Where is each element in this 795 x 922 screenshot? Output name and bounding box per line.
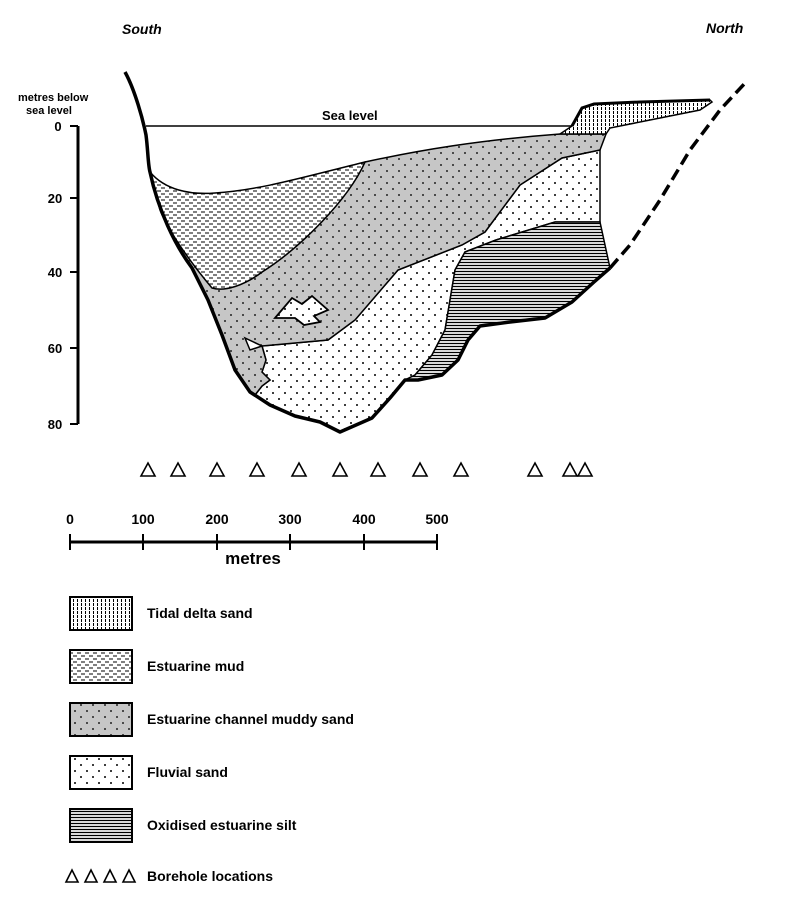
- scale-bar-tick-label: 400: [352, 511, 376, 527]
- legend-item-borehole-locations: Borehole locations: [66, 868, 273, 884]
- legend-swatch-oxidised-estuarine-silt: [70, 809, 132, 842]
- borehole-marker: [210, 463, 224, 476]
- borehole-marker: [371, 463, 385, 476]
- borehole-marker-icon: [66, 870, 78, 882]
- legend-swatch-borehole-locations: [66, 870, 135, 882]
- depth-tick-label: 80: [48, 417, 62, 432]
- legend: Tidal delta sand Estuarine mud Estuarine…: [66, 597, 354, 884]
- legend-label: Oxidised estuarine silt: [147, 817, 297, 833]
- borehole-marker-icon: [104, 870, 116, 882]
- borehole-marker: [141, 463, 155, 476]
- borehole-marker: [528, 463, 542, 476]
- scale-bar-tick-label: 100: [131, 511, 155, 527]
- legend-swatch-estuarine-mud: [70, 650, 132, 683]
- borehole-marker-icon: [85, 870, 97, 882]
- borehole-marker: [578, 463, 592, 476]
- legend-label: Borehole locations: [147, 868, 273, 884]
- depth-axis-title-line2: sea level: [26, 105, 72, 117]
- depth-axis: 0 20 40 60 80: [48, 119, 78, 432]
- borehole-marker: [333, 463, 347, 476]
- legend-item-oxidised-estuarine-silt: Oxidised estuarine silt: [70, 809, 297, 842]
- borehole-marker: [413, 463, 427, 476]
- borehole-marker: [292, 463, 306, 476]
- borehole-markers: [141, 463, 592, 476]
- scale-bar-tick-label: 300: [278, 511, 302, 527]
- depth-axis-title-line1: metres below: [18, 92, 89, 104]
- sea-level-label: Sea level: [322, 108, 378, 123]
- depth-tick-label: 60: [48, 341, 62, 356]
- depth-tick-label: 0: [54, 119, 61, 134]
- borehole-marker: [250, 463, 264, 476]
- scale-bar-unit: metres: [225, 549, 281, 568]
- legend-swatch-fluvial-sand: [70, 756, 132, 789]
- legend-item-tidal-delta-sand: Tidal delta sand: [70, 597, 253, 630]
- legend-label: Tidal delta sand: [147, 605, 253, 621]
- legend-label: Fluvial sand: [147, 764, 228, 780]
- legend-label: Estuarine channel muddy sand: [147, 711, 354, 727]
- legend-label: Estuarine mud: [147, 658, 244, 674]
- borehole-marker: [454, 463, 468, 476]
- legend-swatch-tidal-delta-sand: [70, 597, 132, 630]
- borehole-marker: [563, 463, 577, 476]
- scale-bar-tick-label: 0: [66, 511, 74, 527]
- scale-bar-tick-label: 500: [425, 511, 449, 527]
- scale-bar-tick-label: 200: [205, 511, 229, 527]
- depth-tick-label: 40: [48, 265, 62, 280]
- legend-swatch-estuarine-channel-muddy-sand: [70, 703, 132, 736]
- south-label: South: [122, 21, 162, 37]
- north-label: North: [706, 20, 743, 36]
- scale-bar: 0 100 200 300 400 500 metres: [66, 511, 449, 568]
- legend-item-fluvial-sand: Fluvial sand: [70, 756, 228, 789]
- legend-item-estuarine-mud: Estuarine mud: [70, 650, 244, 683]
- borehole-marker-icon: [123, 870, 135, 882]
- tidal-delta-sand-unit: [560, 100, 712, 134]
- depth-tick-label: 20: [48, 191, 62, 206]
- legend-item-estuarine-channel-muddy-sand: Estuarine channel muddy sand: [70, 703, 354, 736]
- borehole-marker: [171, 463, 185, 476]
